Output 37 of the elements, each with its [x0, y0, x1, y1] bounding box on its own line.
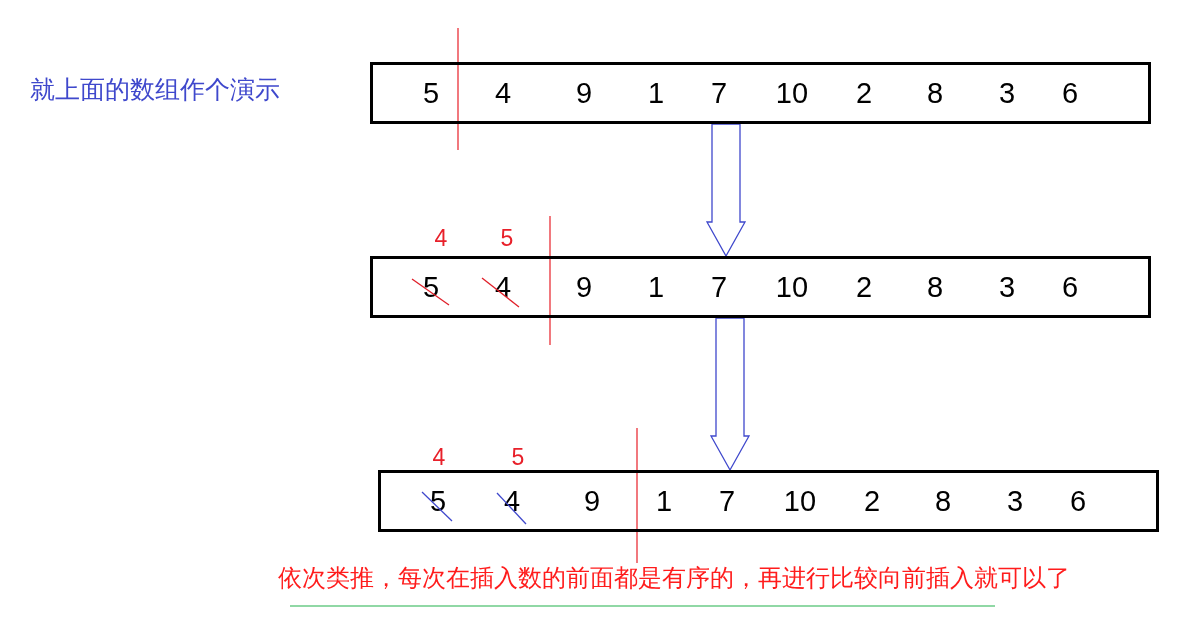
- array-value: 7: [710, 272, 728, 302]
- swapped-value: 4: [434, 226, 448, 250]
- array-value: 4: [503, 486, 521, 516]
- array-value: 10: [783, 486, 817, 516]
- array-value: 5: [422, 78, 440, 108]
- array-value: 2: [855, 78, 873, 108]
- array-value: 7: [718, 486, 736, 516]
- heading-note: 就上面的数组作个演示: [30, 76, 280, 105]
- swapped-value: 4: [432, 445, 446, 469]
- note-text: 依次类推，每次在插入数的前面都是有序的，再进行比较向前插入就可以了: [278, 565, 1070, 593]
- array-value: 10: [775, 78, 809, 108]
- array-value: 6: [1061, 272, 1079, 302]
- array-value: 3: [998, 272, 1016, 302]
- array-value: 6: [1061, 78, 1079, 108]
- block-arrow: [705, 123, 747, 258]
- array-value: 9: [575, 272, 593, 302]
- array-value: 2: [863, 486, 881, 516]
- array-box: [370, 62, 1151, 124]
- array-value: 3: [1006, 486, 1024, 516]
- block-arrow: [709, 317, 751, 472]
- array-value: 9: [575, 78, 593, 108]
- array-value: 2: [855, 272, 873, 302]
- array-value: 1: [647, 272, 665, 302]
- array-value: 4: [494, 272, 512, 302]
- array-value: 6: [1069, 486, 1087, 516]
- array-value: 8: [934, 486, 952, 516]
- swapped-value: 5: [511, 445, 525, 469]
- array-value: 8: [926, 272, 944, 302]
- array-value: 10: [775, 272, 809, 302]
- array-value: 1: [655, 486, 673, 516]
- array-value: 9: [583, 486, 601, 516]
- swapped-value: 5: [500, 226, 514, 250]
- array-value: 8: [926, 78, 944, 108]
- array-value: 1: [647, 78, 665, 108]
- array-value: 4: [494, 78, 512, 108]
- array-value: 3: [998, 78, 1016, 108]
- array-value: 7: [710, 78, 728, 108]
